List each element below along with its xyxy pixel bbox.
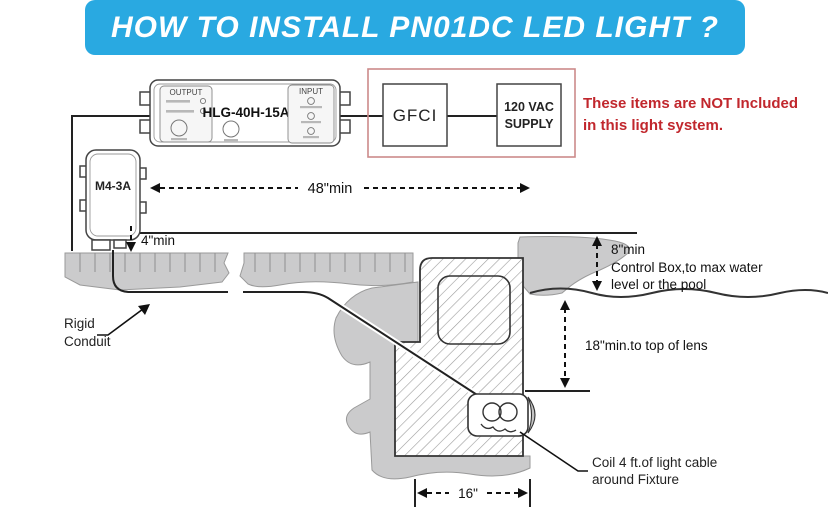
page-title: HOW TO INSTALL PN01DC LED LIGHT ? — [110, 10, 719, 44]
deck-left — [64, 252, 230, 291]
light-cable — [243, 291, 489, 403]
dim-18min-label: 18"min.to top of lens — [585, 338, 708, 353]
conduit-chase-opening — [437, 275, 511, 345]
gfci-box — [382, 83, 448, 147]
jbox-label: M4-3A — [95, 179, 131, 193]
supply-box — [496, 83, 562, 147]
lens — [527, 396, 536, 434]
driver-model: HLG-40H-15A — [202, 105, 289, 120]
not-included-section: GFCI 120 VAC SUPPLY These items are NOT … — [367, 68, 798, 158]
cable-coil-icon — [480, 423, 517, 433]
not-included-outline — [367, 68, 576, 158]
title-banner: HOW TO INSTALL PN01DC LED LIGHT ? — [85, 0, 745, 55]
not-included-note-2: in this light system. — [583, 117, 723, 134]
supply-label-2: SUPPLY — [505, 117, 555, 131]
water-line — [529, 287, 828, 298]
cable-coil-icon — [498, 402, 518, 422]
deck-left-ticks — [79, 253, 216, 272]
rigid-conduit-label-1: Rigid — [64, 316, 95, 331]
input-panel — [287, 84, 335, 144]
driver-fine-print — [166, 97, 240, 142]
dim-4min: 4"min — [126, 226, 175, 252]
dim-8min-note-2: level or the pool — [611, 277, 706, 292]
deck-right-ticks — [254, 253, 406, 272]
coil-note-2: around Fixture — [592, 472, 679, 487]
coil-note-1: Coil 4 ft.of light cable — [592, 455, 717, 470]
jbox-lead — [91, 239, 111, 251]
dim-18min: 18"min.to top of lens — [560, 300, 708, 388]
jbox-inner-line — [89, 153, 137, 237]
dim-8min-label: 8"min — [611, 242, 645, 257]
output-label: OUTPUT — [170, 88, 203, 97]
supply-label-1: 120 VAC — [504, 100, 554, 114]
gfci-label: GFCI — [393, 106, 438, 125]
dim-8min-note-1: Control Box,to max water — [611, 260, 763, 275]
pool-deck — [64, 236, 630, 480]
rigid-conduit-leader — [97, 308, 144, 336]
coil-callout: Coil 4 ft.of light cable around Fixture — [519, 431, 717, 487]
niche-body — [467, 393, 529, 437]
dim-48min-label: 48"min — [308, 181, 353, 197]
dim-48min: 48"min — [150, 181, 530, 197]
dim-16in-label: 16" — [458, 486, 478, 501]
rigid-conduit-callout: Rigid Conduit — [64, 304, 150, 349]
dim-16in: 16" — [414, 479, 531, 507]
conduit-runs — [112, 250, 490, 405]
input-label: INPUT — [299, 87, 323, 96]
coil-leader — [519, 431, 588, 472]
cable-coil-icon — [482, 402, 502, 422]
supply-wiring — [71, 115, 497, 251]
dim-8min: 8"min Control Box,to max water level or … — [592, 236, 763, 292]
led-driver: OUTPUT HLG-40H-15A INPUT — [139, 79, 351, 147]
conduit-elbow — [112, 250, 228, 293]
rigid-conduit-label-2: Conduit — [64, 334, 111, 349]
not-included-note-1: These items are NOT Included — [583, 95, 798, 112]
driver-inner-line — [153, 83, 337, 143]
deck-right — [239, 252, 414, 288]
wire-driver-to-ground — [71, 115, 150, 251]
jbox-lead — [113, 239, 127, 249]
jbox-body — [85, 149, 141, 241]
dim-4min-label: 4"min — [141, 233, 175, 248]
driver-fine-print — [300, 97, 322, 139]
junction-box: M4-3A — [79, 149, 147, 251]
light-fixture-niche — [467, 393, 536, 437]
coping — [517, 236, 630, 296]
